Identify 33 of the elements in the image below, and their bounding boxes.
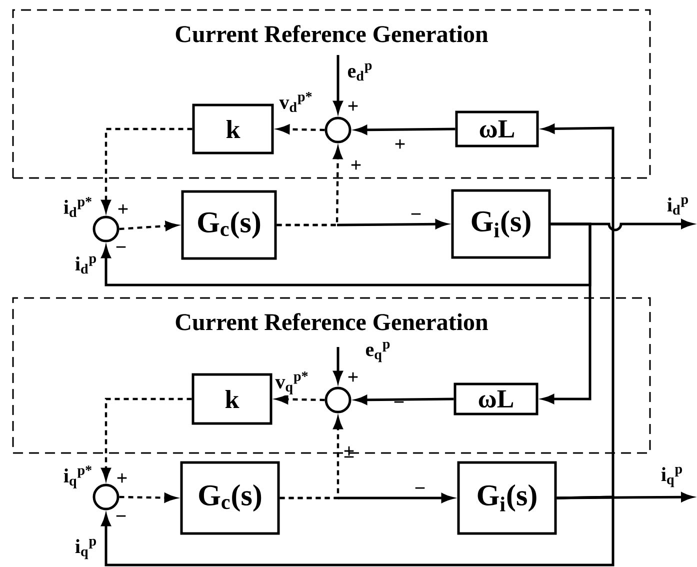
signal-label: i$_{q}$p <box>74 538 98 560</box>
arrow <box>101 496 614 566</box>
signal-label: v$_{q}$p* <box>274 370 310 396</box>
sign-label: − <box>116 515 126 517</box>
signal-label: i$_{d}$p* <box>62 196 94 218</box>
sign-label: + <box>117 473 127 483</box>
block-box: k <box>192 373 272 425</box>
signal-label: i$_{d}$p <box>74 255 98 275</box>
block-box: G$_{i}$(s) <box>451 189 551 259</box>
signal-label: i$_{q}$p* <box>62 464 94 490</box>
block-box: k <box>192 104 274 154</box>
sign-label: − <box>116 246 126 248</box>
sign-label: − <box>411 213 421 215</box>
block-box: ωL <box>455 110 539 148</box>
sign-label: + <box>395 139 405 149</box>
sign-label: + <box>348 101 358 111</box>
summing-junction <box>92 484 120 510</box>
sign-label: + <box>351 160 361 170</box>
signal-label: v$_{d}$p* <box>278 91 314 113</box>
signal-label: i$_{q}$p <box>660 466 684 488</box>
summing-junction <box>324 386 352 414</box>
summing-junction <box>92 216 120 242</box>
block-box: G$_{c}$(s) <box>180 461 280 535</box>
block-box: G$_{c}$(s) <box>181 190 277 260</box>
sign-label: + <box>118 204 128 214</box>
block-box: ωL <box>454 382 538 416</box>
signal-label: e$_{d}$p <box>346 62 374 82</box>
signal-label: e$_{q}$p <box>364 340 392 364</box>
sign-label: + <box>348 372 358 382</box>
signal-label: i$_{d}$p <box>666 196 690 216</box>
block-box: G$_{i}$(s) <box>457 461 557 535</box>
summing-junction <box>324 116 352 144</box>
sign-label: − <box>415 487 425 489</box>
